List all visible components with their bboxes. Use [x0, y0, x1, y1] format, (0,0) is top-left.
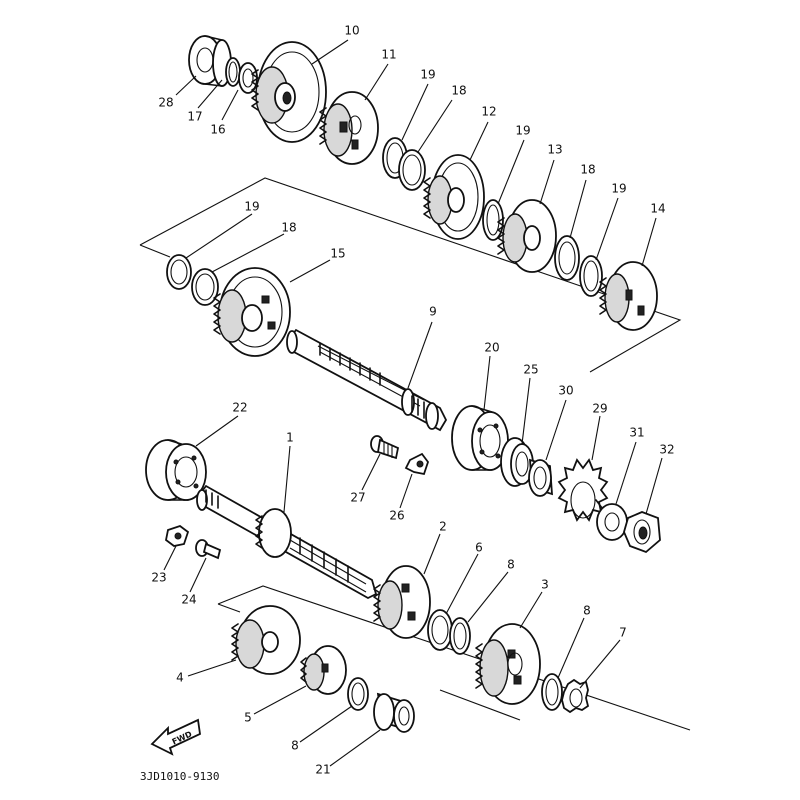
callout-16: 16 — [210, 123, 225, 137]
forward-arrow-icon: FWD — [150, 718, 201, 756]
callout-26: 26 — [389, 509, 404, 523]
part-26-stopper — [404, 452, 430, 476]
part-18-washer-b — [554, 235, 580, 281]
part-18-washer-c — [191, 268, 219, 306]
part-23-lock-plate — [165, 524, 190, 547]
callout-19: 19 — [244, 200, 259, 214]
callout-27: 27 — [350, 491, 365, 505]
part-8-circlip-b — [541, 673, 563, 711]
callout-19: 19 — [611, 182, 626, 196]
callout-8: 8 — [583, 604, 591, 618]
upper-assembly-frame — [139, 177, 682, 373]
callout-18: 18 — [580, 163, 595, 177]
callout-7: 7 — [619, 626, 627, 640]
part-code: 3JD1010-9130 — [140, 770, 219, 783]
part-30-collar — [528, 458, 553, 497]
callout-32: 32 — [659, 443, 674, 457]
callout-23: 23 — [151, 571, 166, 585]
part-25-seal — [500, 437, 534, 487]
callout-5: 5 — [244, 711, 252, 725]
callout-9: 9 — [429, 305, 437, 319]
part-5-gear — [300, 645, 347, 695]
part-2-gear — [373, 565, 431, 639]
part-11-gear — [319, 91, 379, 165]
part-27-bolt — [370, 435, 400, 460]
callout-18: 18 — [281, 221, 296, 235]
part-8-circlip-c — [347, 677, 369, 711]
callout-1: 1 — [286, 431, 294, 445]
callout-20: 20 — [484, 341, 499, 355]
callout-17: 17 — [187, 110, 202, 124]
part-1-axle — [196, 484, 378, 600]
callout-12: 12 — [481, 105, 496, 119]
callout-14: 14 — [650, 202, 665, 216]
callout-10: 10 — [344, 24, 359, 38]
part-18-washer-a — [398, 149, 426, 191]
callout-8: 8 — [507, 558, 515, 572]
callout-18: 18 — [451, 84, 466, 98]
callout-8: 8 — [291, 739, 299, 753]
part-20-bearing — [451, 405, 509, 471]
callout-3: 3 — [541, 578, 549, 592]
part-19-circlip-d — [166, 254, 192, 290]
callout-31: 31 — [629, 426, 644, 440]
callout-25: 25 — [523, 363, 538, 377]
callout-13: 13 — [547, 143, 562, 157]
callout-15: 15 — [330, 247, 345, 261]
callout-28: 28 — [158, 96, 173, 110]
callout-labels: 10 11 19 18 12 19 13 18 19 14 28 17 16 1… — [151, 24, 674, 777]
callout-29: 29 — [592, 402, 607, 416]
part-10-gear — [251, 41, 327, 143]
callout-24: 24 — [181, 593, 196, 607]
callout-6: 6 — [475, 541, 483, 555]
part-17-circlip — [225, 57, 241, 87]
part-7-toothed-washer — [561, 678, 590, 714]
callout-11: 11 — [381, 48, 396, 62]
callout-19: 19 — [420, 68, 435, 82]
part-8-circlip-a — [449, 617, 471, 655]
part-21-bearing — [373, 692, 415, 733]
callout-19: 19 — [515, 124, 530, 138]
part-14-gear — [599, 261, 658, 331]
part-12-gear — [423, 154, 485, 240]
part-13-gear — [497, 199, 557, 273]
part-6-washer — [427, 609, 453, 651]
callout-30: 30 — [558, 384, 573, 398]
part-3-gear — [475, 623, 541, 705]
callout-4: 4 — [176, 671, 184, 685]
part-22-bearing — [145, 439, 207, 501]
part-19-circlip-c — [579, 255, 603, 297]
leader-lines — [163, 39, 663, 767]
part-31-lock-washer — [595, 499, 628, 541]
callout-21: 21 — [315, 763, 330, 777]
part-15-gear — [213, 267, 291, 357]
part-9-shaft — [286, 328, 448, 432]
callout-2: 2 — [439, 520, 447, 534]
part-24-screw — [195, 539, 222, 560]
part-29-sprocket — [557, 458, 609, 522]
part-28-bearing — [188, 35, 232, 87]
callout-22: 22 — [232, 401, 247, 415]
part-4-gear — [231, 605, 301, 675]
part-32-nut — [623, 511, 661, 554]
